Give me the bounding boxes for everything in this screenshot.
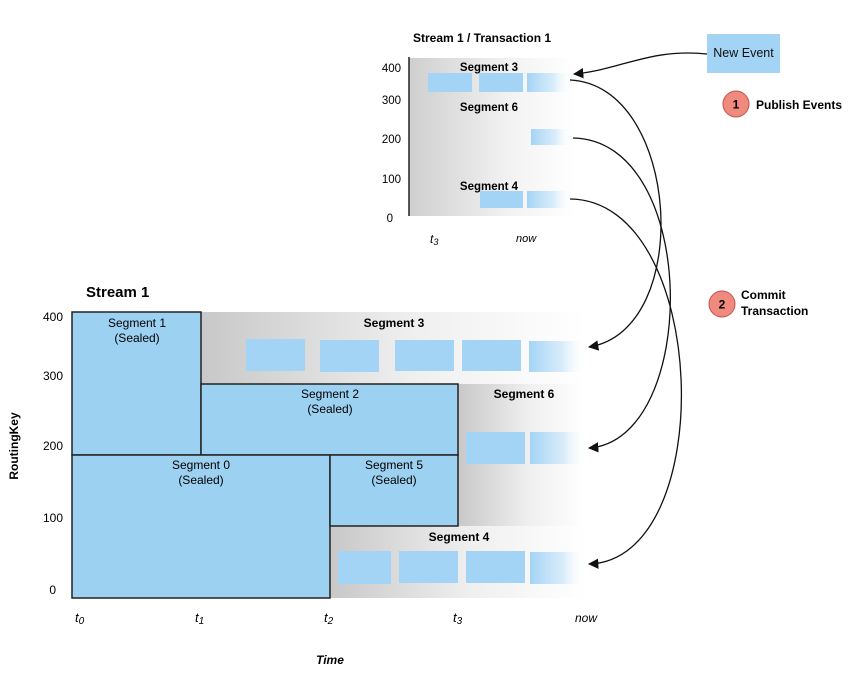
tx-event-block: [527, 73, 571, 92]
commit-arrow-segment-3: [569, 79, 662, 351]
x-tick-t0: t0: [75, 610, 85, 627]
transaction-panel: Stream 1 / Transaction 1 Segment 3 Segme…: [382, 31, 575, 247]
commit-arrow-segment-4: [569, 198, 683, 569]
x-tick-t3: t3: [453, 610, 463, 627]
y-tick: 0: [49, 583, 56, 597]
x-axis-label: Time: [316, 653, 344, 667]
segment-2-block: [200, 383, 459, 456]
tx-event-block: [531, 129, 571, 145]
y-tick: 400: [43, 310, 63, 324]
step-2-label-line-1: Commit: [741, 288, 786, 302]
step-1-label: Publish Events: [756, 98, 842, 112]
event-block: [529, 341, 585, 372]
tx-y-tick: 0: [387, 213, 393, 225]
stream-panel-title: Stream 1: [86, 284, 149, 301]
segment-5-name: Segment 5: [365, 458, 423, 472]
segment-2-state: (Sealed): [307, 402, 352, 416]
segment-2-name: Segment 2: [301, 387, 359, 401]
y-axis-label: RoutingKey: [7, 412, 21, 480]
segment-4-label: Segment 4: [429, 530, 490, 544]
tx-event-block: [428, 73, 472, 92]
step-2-label-line-2: Transaction: [741, 304, 808, 318]
segment-1-name: Segment 1: [108, 316, 166, 330]
segment-5-state: (Sealed): [371, 473, 416, 487]
event-block: [320, 340, 379, 372]
new-event-label: New Event: [713, 46, 774, 60]
tx-event-block: [480, 191, 523, 208]
event-block: [338, 551, 391, 584]
segment-0-state: (Sealed): [178, 473, 223, 487]
tx-x-tick-now: now: [516, 233, 537, 245]
commit-arrow-segment-6: [572, 137, 671, 453]
x-tick-now: now: [575, 611, 598, 625]
event-block: [395, 340, 454, 371]
step-2-badge: [708, 290, 736, 318]
tx-segment-4-label: Segment 4: [460, 181, 519, 193]
tx-y-tick: 100: [382, 174, 401, 186]
tx-segment-3-label: Segment 3: [460, 62, 518, 74]
y-tick: 200: [43, 439, 63, 453]
tx-y-tick: 400: [382, 63, 401, 75]
tx-event-block: [527, 191, 571, 208]
tx-segment-6-label: Segment 6: [460, 102, 518, 114]
step-1-publish-events: 1 Publish Events: [722, 90, 842, 118]
segment-1-state: (Sealed): [114, 331, 159, 345]
segment-0-block: [71, 454, 331, 599]
segment-6-label: Segment 6: [494, 387, 555, 401]
event-block: [530, 552, 585, 584]
segment-0-name: Segment 0: [172, 458, 230, 472]
event-block: [530, 432, 585, 464]
y-tick: 100: [43, 511, 63, 525]
stream-panel: Stream 1 Segment 1 (Sealed) Segment 2 (S…: [7, 284, 598, 667]
transaction-panel-title: Stream 1 / Transaction 1: [413, 31, 551, 45]
step-2-commit-transaction: 2 Commit Transaction: [708, 288, 808, 318]
tx-x-tick-t3: t3: [430, 232, 438, 247]
event-block: [466, 551, 525, 583]
x-tick-t1: t1: [195, 610, 204, 627]
step-1-badge: [722, 90, 750, 118]
event-block: [246, 339, 305, 371]
y-tick: 300: [43, 369, 63, 383]
x-tick-t2: t2: [324, 610, 334, 627]
step-1-number: 1: [733, 98, 740, 112]
event-block: [462, 340, 521, 371]
arrows: [569, 52, 708, 569]
tx-event-block: [479, 73, 523, 92]
segment-1-block: [71, 311, 202, 456]
tx-y-tick: 300: [382, 95, 401, 107]
new-event-box: New Event: [707, 34, 780, 73]
segment-3-label: Segment 3: [364, 316, 425, 330]
event-block: [466, 432, 525, 464]
tx-y-tick: 200: [382, 134, 401, 146]
event-block: [399, 551, 458, 583]
step-2-number: 2: [719, 298, 726, 312]
publish-arrow: [572, 52, 708, 79]
